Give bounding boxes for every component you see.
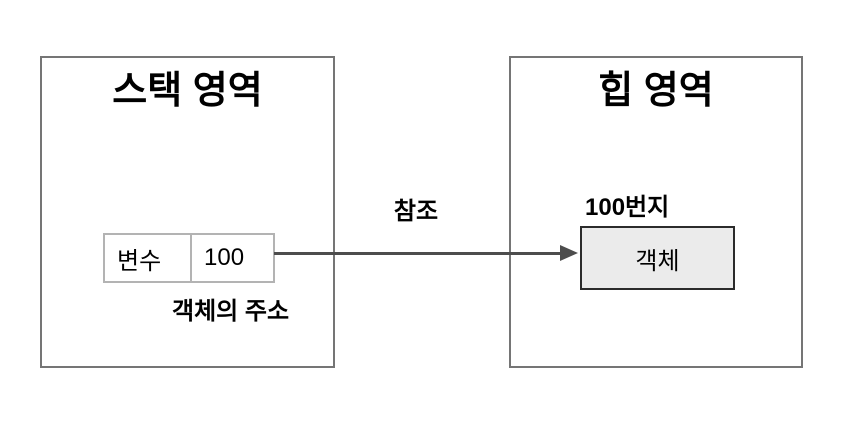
heap-address-label: 100번지 — [585, 194, 670, 221]
reference-arrow-label: 참조 — [393, 198, 439, 225]
object-label: 객체 — [635, 247, 680, 275]
stack-region-box: 스택 영역 변수 100 객체의 주소 — [40, 56, 335, 368]
reference-arrow-head-icon — [560, 245, 578, 261]
variable-box: 변수 100 — [103, 233, 275, 283]
variable-value-cell: 100 — [204, 244, 245, 271]
heap-region-box: 힙 영역 100번지 객체 — [509, 56, 803, 368]
heap-region-title: 힙 영역 — [598, 70, 714, 112]
object-box: 객체 — [580, 226, 735, 290]
object-address-caption: 객체의 주소 — [172, 298, 290, 325]
stack-region-title: 스택 영역 — [112, 70, 263, 112]
variable-name-cell: 변수 — [105, 235, 192, 281]
reference-arrow-line — [274, 252, 564, 255]
